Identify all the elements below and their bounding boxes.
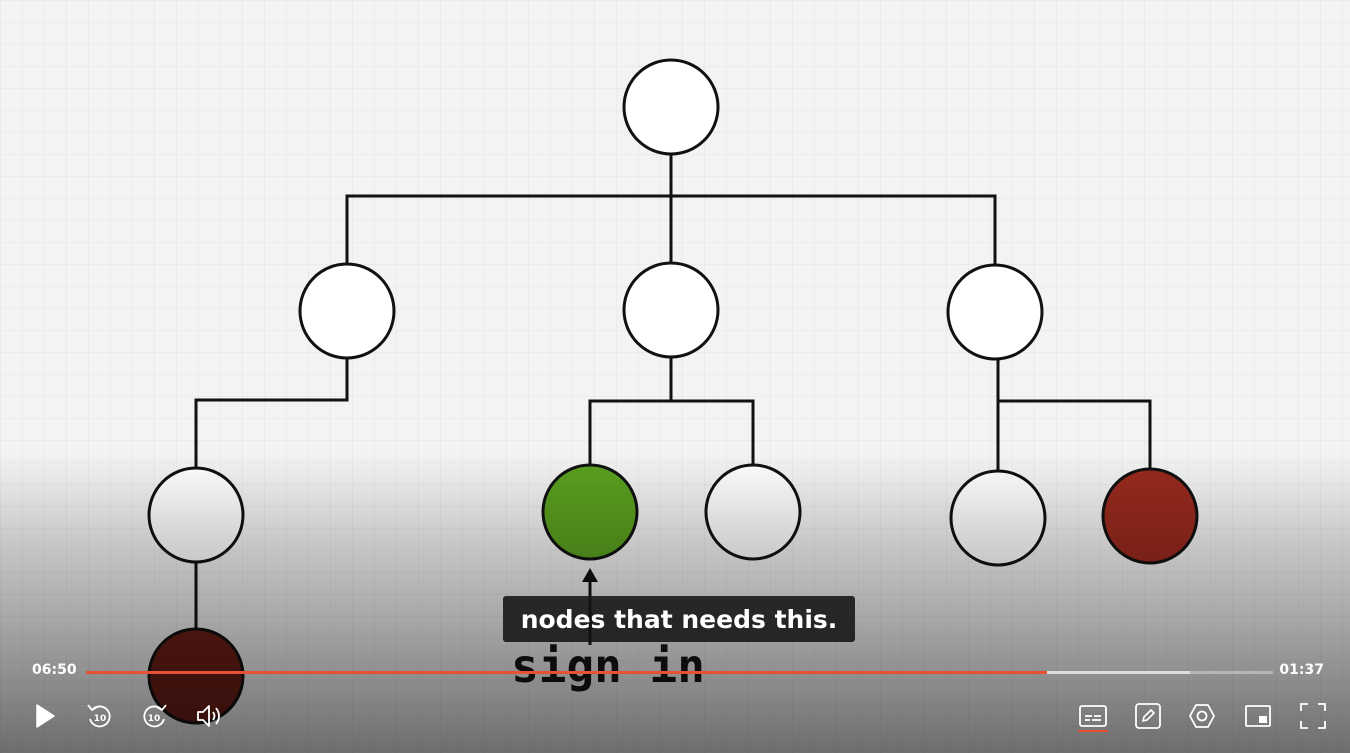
volume-button[interactable] [192, 698, 228, 734]
notes-icon [1135, 703, 1161, 729]
picture-in-picture-button[interactable] [1240, 698, 1276, 734]
captions-icon [1079, 705, 1107, 727]
fullscreen-icon [1300, 703, 1326, 729]
tree-node [147, 466, 245, 564]
play-icon [36, 704, 55, 728]
tree-node [298, 262, 396, 360]
volume-icon [197, 705, 220, 727]
tree-node-highlighted-red [1101, 467, 1199, 565]
fullscreen-button[interactable] [1295, 698, 1331, 734]
play-button[interactable] [27, 698, 63, 734]
subtitle-caption: nodes that needs this. [503, 596, 855, 642]
settings-button[interactable] [1184, 698, 1220, 734]
tree-node [704, 463, 802, 561]
captions-button[interactable] [1075, 698, 1111, 734]
remaining-time: 01:37 [1279, 662, 1324, 678]
picture-in-picture-icon [1245, 705, 1271, 727]
tree-node-root [622, 58, 720, 156]
rewind-10-button[interactable]: 10 [81, 698, 117, 734]
progress-played [86, 671, 1048, 674]
elapsed-time: 06:50 [32, 662, 77, 678]
tree-node [622, 261, 720, 359]
tree-node-highlighted-green [541, 463, 639, 561]
rewind-10-icon: 10 [87, 704, 111, 728]
progress-bar[interactable] [86, 671, 1273, 674]
forward-10-button[interactable]: 10 [137, 698, 173, 734]
tree-node [946, 263, 1044, 361]
tree-node [949, 469, 1047, 567]
notes-button[interactable] [1130, 698, 1166, 734]
svg-text:10: 10 [148, 714, 161, 724]
forward-10-icon: 10 [143, 704, 167, 728]
video-label-sign-in: sign in [511, 639, 705, 693]
captions-active-indicator [1078, 730, 1108, 732]
settings-icon [1189, 704, 1215, 728]
svg-text:10: 10 [94, 714, 107, 724]
